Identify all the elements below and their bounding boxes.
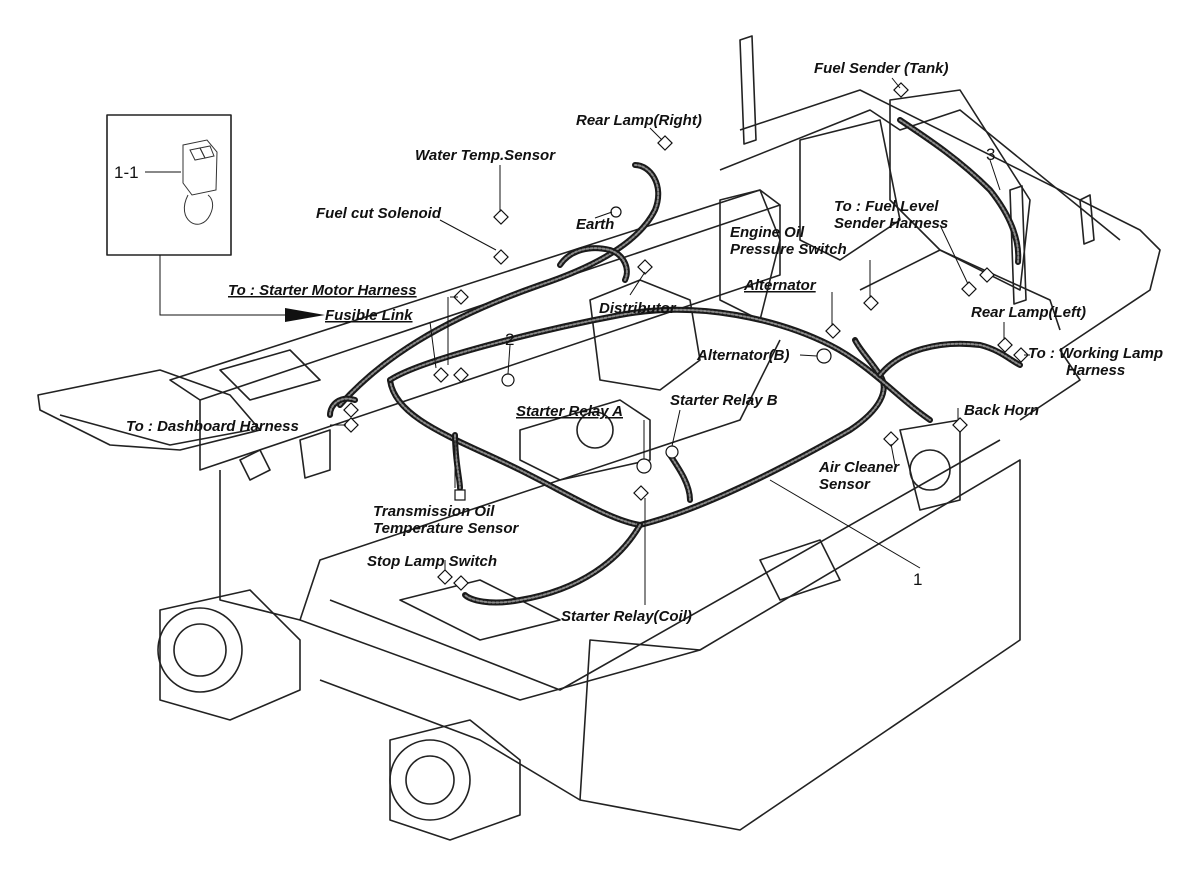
connector-air-cleaner — [883, 431, 899, 447]
connector-dashboard-b — [343, 417, 359, 433]
connector-working-lamp — [1013, 347, 1029, 363]
detail-inset-box — [106, 114, 232, 256]
label-transmission-1: Transmission Oil — [373, 503, 495, 520]
label-to-fuel-level-2: Sender Harness — [834, 215, 948, 232]
leader-lines — [330, 77, 1030, 605]
connector-starter-motor — [453, 289, 469, 305]
connector-starter-relay-coil — [633, 485, 649, 501]
terminal-item-2 — [501, 373, 515, 387]
label-air-cleaner-1: Air Cleaner — [818, 459, 900, 476]
wiring-harness — [327, 117, 1023, 606]
connector-water-temp — [493, 209, 509, 225]
connector-stop-lamp-b — [453, 575, 469, 591]
connector-fuel-sender — [893, 82, 909, 98]
label-starter-relay-coil: Starter Relay(Coil) — [561, 608, 692, 625]
callout-3: 3 — [986, 145, 995, 164]
label-to-working-lamp-2: Harness — [1066, 362, 1125, 379]
terminal-starter-relay-b — [665, 445, 679, 459]
label-engine-oil-1: Engine Oil — [730, 224, 805, 241]
callout-2: 2 — [505, 330, 514, 349]
label-fusible-link: Fusible Link — [325, 307, 413, 324]
connector-stop-lamp-a — [437, 569, 453, 585]
connector-rear-lamp-left — [997, 337, 1013, 353]
label-fuel-sender-tank: Fuel Sender (Tank) — [814, 60, 948, 77]
label-alternator-b: Alternator(B) — [696, 347, 790, 364]
label-fuel-cut-solenoid: Fuel cut Solenoid — [316, 205, 442, 222]
label-alternator: Alternator — [743, 277, 817, 294]
connector-part-icon — [182, 139, 218, 196]
label-air-cleaner-2: Sensor — [819, 476, 871, 493]
label-stop-lamp-switch: Stop Lamp Switch — [367, 553, 497, 570]
connector-fuel-level — [961, 281, 977, 297]
connector-fusible-b — [453, 367, 469, 383]
connector-fuel-level-b — [979, 267, 995, 283]
detail-ref-label: 1-1 — [114, 163, 139, 182]
detail-inset: 1-1 — [106, 114, 325, 322]
terminal-alternator-b — [816, 348, 832, 364]
fusible-link-arrow — [285, 308, 325, 322]
callout-1: 1 — [913, 570, 922, 589]
label-engine-oil-2: Pressure Switch — [730, 241, 847, 258]
label-starter-relay-b: Starter Relay B — [670, 392, 778, 409]
terminal-starter-relay-a — [636, 458, 652, 474]
label-water-temp-sensor: Water Temp.Sensor — [415, 147, 556, 164]
label-back-horn: Back Horn — [964, 402, 1039, 419]
label-to-fuel-level-1: To : Fuel Level — [834, 198, 939, 215]
label-to-working-lamp-1: To : Working Lamp — [1028, 345, 1163, 362]
connector-alternator — [825, 323, 841, 339]
connector-fusible-a — [433, 367, 449, 383]
label-rear-lamp-right: Rear Lamp(Right) — [576, 112, 702, 129]
label-transmission-2: Temperature Sensor — [373, 520, 519, 537]
connector-oil-pressure — [863, 295, 879, 311]
label-distributor: Distributor — [599, 300, 677, 317]
connector-transmission — [454, 489, 466, 501]
connector-back-horn — [952, 417, 968, 433]
connector-dashboard-a — [343, 402, 359, 418]
label-to-starter-motor-harness: To : Starter Motor Harness — [228, 282, 417, 299]
connector-distributor — [637, 259, 653, 275]
component-labels: Fuel Sender (Tank) Rear Lamp(Right) Wate… — [126, 60, 1163, 625]
connectors — [343, 82, 1029, 591]
label-rear-lamp-left: Rear Lamp(Left) — [971, 304, 1086, 321]
chassis-frame — [37, 35, 1161, 841]
label-earth: Earth — [576, 216, 614, 233]
label-to-dashboard-harness: To : Dashboard Harness — [126, 418, 299, 435]
connector-fuel-cut — [493, 249, 509, 265]
label-starter-relay-a: Starter Relay A — [516, 403, 623, 420]
